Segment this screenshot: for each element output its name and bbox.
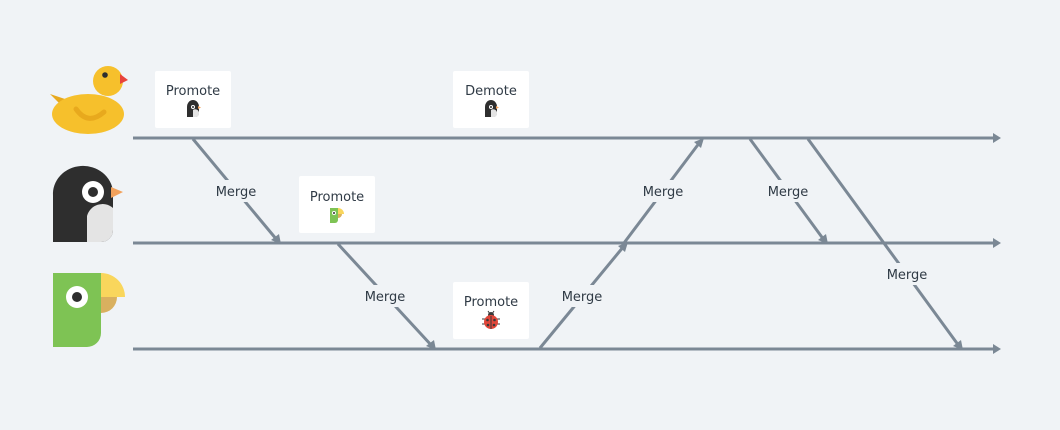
merge-label: Merge (887, 268, 928, 283)
merge-connector: Merge (806, 138, 963, 350)
card-label: Promote (310, 190, 364, 205)
promote-card: Promote (453, 282, 529, 339)
duck-icon (50, 66, 128, 134)
parrot-icon (53, 273, 125, 347)
lane-penguin (133, 238, 1001, 248)
card-label: Promote (166, 84, 220, 99)
merge-label: Merge (365, 290, 406, 305)
merge-label: Merge (768, 185, 809, 200)
merge-connector: Merge (336, 242, 436, 350)
merge-label: Merge (562, 290, 603, 305)
merge-label: Merge (216, 185, 257, 200)
promote-card: Promote (299, 176, 375, 233)
merge-connector: Merge (191, 138, 281, 244)
merge-connector: Merge (622, 138, 704, 244)
lane-parrot (133, 344, 1001, 354)
penguin-icon (52, 165, 123, 242)
card-label: Demote (465, 84, 517, 99)
demote-card: Demote (453, 71, 529, 128)
lane-duck (133, 133, 1001, 143)
merge-connector: Merge (748, 138, 828, 244)
merge-label: Merge (643, 185, 684, 200)
merge-connector: Merge (538, 242, 628, 349)
promote-card: Promote (155, 71, 231, 128)
card-label: Promote (464, 295, 518, 310)
